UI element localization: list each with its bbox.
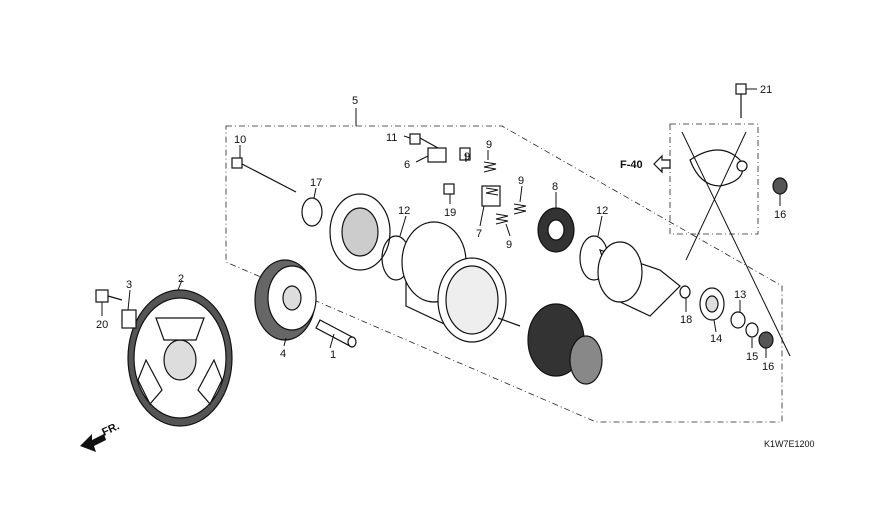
callout-14: 14 xyxy=(710,333,722,345)
starter-driven-gear xyxy=(127,289,233,427)
part-callouts: 1 2 3 4 5 6 7 8 9 9 9 9 10 11 12 12 13 1… xyxy=(96,84,786,373)
callout-12a: 12 xyxy=(398,205,410,217)
brush-springs xyxy=(483,161,527,225)
bolt-21 xyxy=(735,83,747,118)
front-cover xyxy=(597,241,681,317)
nut-16-upper xyxy=(772,177,788,195)
callout-7: 7 xyxy=(476,228,482,240)
nut-16-lower xyxy=(758,331,774,349)
collar-13 xyxy=(730,311,746,329)
washer-15 xyxy=(745,322,759,338)
bolt-20 xyxy=(95,289,123,303)
callout-9a: 9 xyxy=(486,139,492,151)
armature xyxy=(497,303,603,385)
long-bolt xyxy=(231,157,297,193)
callout-15: 15 xyxy=(746,351,758,363)
inset-boundary xyxy=(669,123,759,235)
callout-3: 3 xyxy=(126,279,132,291)
callout-13: 13 xyxy=(734,289,746,301)
starter-assembly-boundary xyxy=(225,125,783,423)
callout-19: 19 xyxy=(444,207,456,219)
rear-cover xyxy=(329,193,391,271)
starter-idle-gear xyxy=(254,259,317,341)
cable-terminal-inset xyxy=(689,149,748,187)
callout-1: 1 xyxy=(330,349,336,361)
arrow-left-icon xyxy=(653,154,671,174)
page-reference: F-40 xyxy=(620,154,671,174)
callout-9d: 9 xyxy=(506,239,512,251)
o-ring-17 xyxy=(301,197,323,227)
callout-11: 11 xyxy=(386,132,397,144)
idle-gear-shaft xyxy=(315,319,357,348)
front-direction-arrow: FR. xyxy=(80,420,121,452)
washer-18 xyxy=(679,285,691,299)
setting-plate xyxy=(121,309,137,329)
callout-10: 10 xyxy=(234,134,246,146)
callout-9c: 9 xyxy=(518,175,524,187)
callout-16b: 16 xyxy=(762,361,774,373)
callout-8: 8 xyxy=(552,181,558,193)
callout-4: 4 xyxy=(280,348,286,360)
callout-21: 21 xyxy=(760,84,772,96)
callout-5: 5 xyxy=(352,95,358,107)
page-reference-label: F-40 xyxy=(620,159,643,171)
brush-holder-8 xyxy=(537,207,575,253)
callout-20: 20 xyxy=(96,319,108,331)
callout-16a: 16 xyxy=(774,209,786,221)
callout-18: 18 xyxy=(680,314,692,326)
callout-2: 2 xyxy=(178,273,184,285)
callout-17: 17 xyxy=(310,177,322,189)
callout-12b: 12 xyxy=(596,205,608,217)
front-arrow-label: FR. xyxy=(100,420,121,438)
one-way-clutch xyxy=(699,287,725,321)
leader-lines xyxy=(101,88,791,358)
callout-6: 6 xyxy=(404,159,410,171)
motor-case xyxy=(401,221,507,343)
diagram-code: K1W7E1200 xyxy=(764,439,815,449)
callout-9b: 9 xyxy=(464,151,470,163)
